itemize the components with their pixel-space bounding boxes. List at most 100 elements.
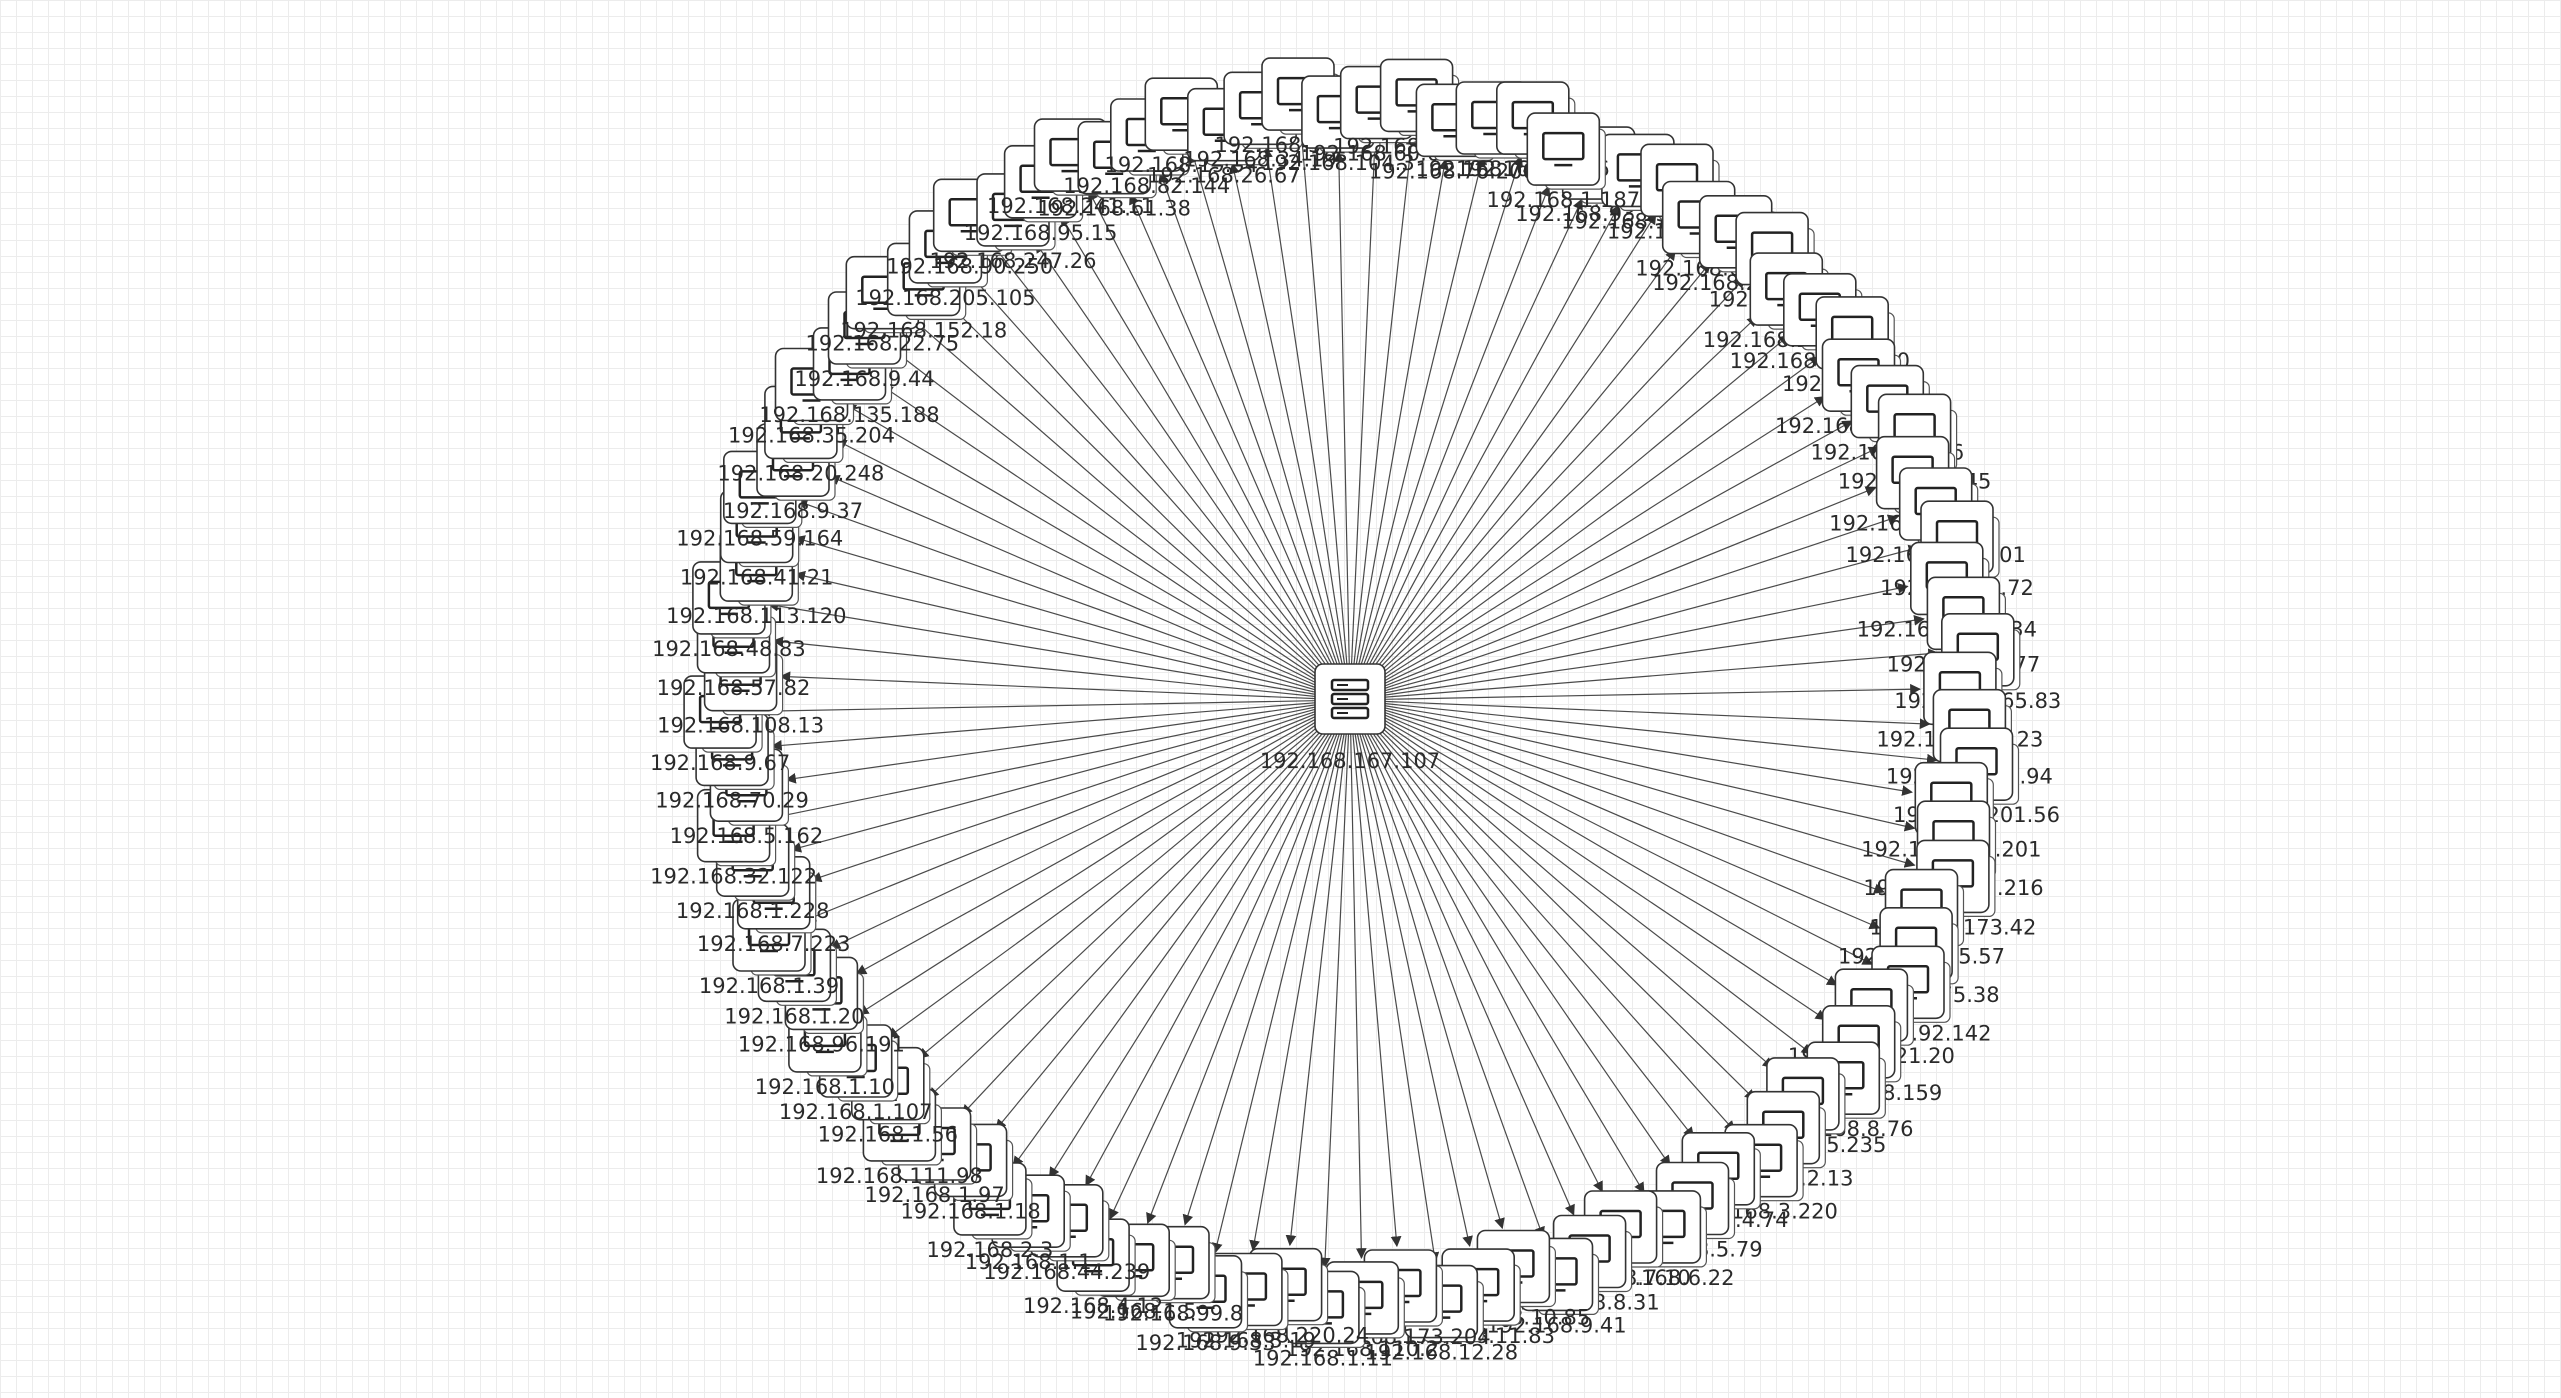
connection-edge — [1357, 355, 1821, 695]
connection-edge — [1356, 707, 1736, 1132]
connection-edge — [1012, 707, 1345, 1168]
client-ip-label: 192.168.152.18 — [840, 318, 1007, 342]
connection-edge — [1349, 141, 1380, 691]
client-ip-label: 192.168.1.107 — [779, 1100, 933, 1124]
client-ip-label: 192.168.7.223 — [697, 932, 851, 956]
connection-edge — [1357, 705, 1827, 1021]
client-nodes-layer: 192.168.93.155192.168.142.1192.168.42.21… — [650, 57, 2061, 1370]
connection-edge — [1296, 132, 1350, 691]
client-ip-label: 192.168.247.26 — [930, 249, 1097, 273]
client-ip-label: 192.168.9.67 — [650, 751, 790, 775]
connection-edge — [1358, 704, 1838, 986]
server-node[interactable]: 192.168.167.107 — [1260, 663, 1440, 773]
connection-edge — [1060, 215, 1346, 692]
connection-edge — [971, 275, 1344, 693]
client-ip-label: 192.168.70.29 — [655, 788, 809, 812]
client-ip-label: 192.168.12.28 — [1364, 1341, 1518, 1365]
connection-edge — [770, 700, 1341, 751]
client-ip-label: 192.168.61.38 — [1037, 197, 1191, 221]
connection-edge — [771, 701, 1341, 822]
client-ip-label: 192.168.108.13 — [657, 714, 824, 738]
connection-edge — [1359, 700, 1938, 765]
client-ip-label: 192.168.111.98 — [816, 1164, 983, 1188]
connection-edge — [785, 700, 1341, 784]
connection-edge — [1357, 706, 1774, 1069]
connection-edge — [790, 702, 1341, 853]
client-ip-label: 192.168.26.67 — [1147, 164, 1301, 188]
connection-edge — [1351, 709, 1473, 1248]
connection-edge — [895, 351, 1343, 695]
connection-edge — [951, 306, 1344, 694]
connection-edge — [1357, 705, 1813, 1055]
client-ip-label: 192.168.104.3 — [1261, 151, 1415, 175]
client-ip-label: 192.168.1.18 — [900, 1199, 1040, 1223]
client-ip-label: 192.168.48.83 — [652, 637, 806, 661]
connection-edge — [1350, 134, 1417, 691]
connection-edge — [1129, 193, 1347, 692]
client-ip-label: 192.168.2.3 — [926, 1238, 1053, 1262]
connection-edge — [779, 671, 1341, 701]
connection-edge — [1359, 699, 1931, 730]
connection-edge — [1359, 683, 1921, 701]
connection-edge — [1353, 185, 1551, 691]
client-ip-label: 192.168.9.37 — [723, 499, 863, 523]
server-ip-label: 192.168.167.107 — [1260, 749, 1440, 773]
connection-edge — [1319, 709, 1351, 1269]
connection-edge — [796, 499, 1341, 698]
client-ip-label: 192.168.90.250 — [886, 254, 1053, 278]
connection-edge — [829, 703, 1342, 949]
connection-edge — [759, 699, 1341, 717]
connection-edge — [1355, 707, 1671, 1167]
connection-edge — [1359, 583, 1909, 699]
client-ip-label: 192.168.34.19 — [1183, 147, 1337, 171]
connection-edge — [1359, 614, 1925, 700]
connection-edge — [961, 706, 1344, 1116]
connection-edge — [1351, 158, 1450, 691]
client-node[interactable]: 192.168.1.187 — [1486, 112, 1640, 212]
client-node-box[interactable] — [1526, 112, 1601, 186]
connection-edge — [1358, 703, 1874, 965]
connection-edge — [887, 705, 1343, 1039]
server-box[interactable] — [1314, 663, 1386, 735]
client-ip-label: 192.168.35.204 — [728, 424, 895, 448]
client-ip-label: 192.168.57.82 — [657, 676, 811, 700]
connection-edge — [995, 707, 1345, 1131]
connection-edge — [845, 404, 1342, 696]
connection-edge — [1355, 261, 1711, 693]
connection-edge — [993, 245, 1345, 693]
connection-edge — [1182, 709, 1348, 1226]
client-ip-label: 192.168.95.15 — [964, 221, 1118, 245]
client-ip-label: 192.168.22.75 — [805, 332, 959, 356]
edges-layer — [759, 132, 1940, 1269]
connection-edge — [1354, 708, 1645, 1194]
connection-edge — [1353, 708, 1575, 1216]
connection-edge — [1350, 709, 1402, 1248]
connection-edge — [772, 636, 1341, 700]
connection-edge — [1211, 709, 1349, 1254]
connection-edge — [1352, 709, 1545, 1238]
connection-edge — [1354, 213, 1657, 692]
client-ip-label: 192.168.1.56 — [818, 1123, 958, 1147]
connection-edge — [1358, 703, 1881, 930]
client-ip-label: 192.168.205.105 — [855, 286, 1035, 310]
connection-edge — [1085, 708, 1346, 1187]
connection-edge — [1088, 189, 1346, 692]
connection-edge — [1356, 277, 1746, 694]
connection-edge — [917, 705, 1343, 1059]
connection-edge — [857, 704, 1342, 1015]
client-ip-label: 192.168.5.162 — [670, 824, 824, 848]
connection-edge — [1359, 702, 1916, 868]
client-ip-label: 192.168.135.188 — [759, 403, 939, 427]
client-ip-label: 192.168.1.10 — [755, 1075, 895, 1099]
client-ip-label: 192.168.41.21 — [680, 566, 834, 590]
client-ip-label: 192.168.99.8 — [1103, 1302, 1243, 1326]
connection-edge — [1189, 151, 1348, 691]
connection-edge — [1359, 486, 1877, 697]
client-ip-label: 192.168.9.44 — [794, 367, 934, 391]
connection-edge — [1358, 396, 1826, 696]
client-ip-label: 192.168.1.39 — [699, 974, 839, 998]
connection-edge — [1359, 648, 1940, 700]
connection-edge — [794, 535, 1341, 698]
client-ip-label: 192.168.1.97 — [864, 1183, 1004, 1207]
connection-edge — [911, 318, 1343, 694]
